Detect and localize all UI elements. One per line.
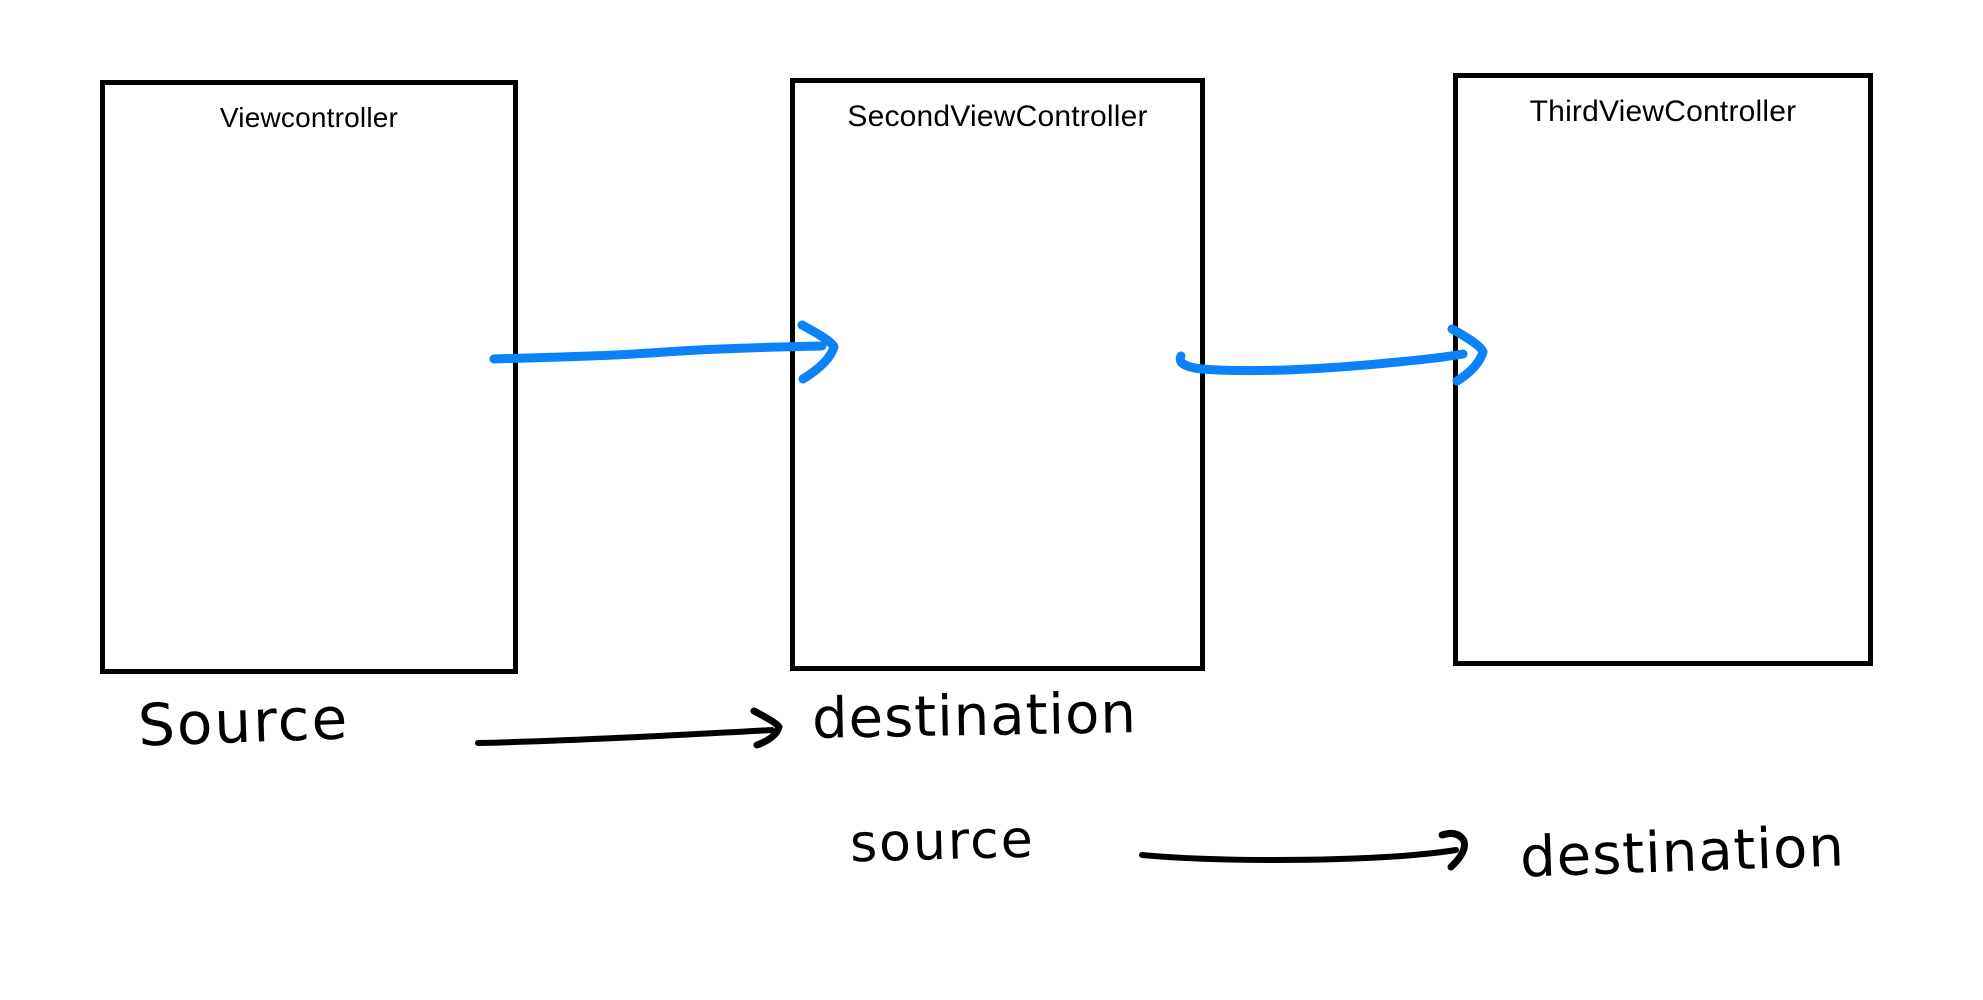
annotation-arrow-2 [1139, 830, 1468, 871]
segue-arrow-2 [1175, 324, 1488, 386]
box-thirdviewcontroller-title: ThirdViewController [1529, 95, 1797, 128]
box-secondviewcontroller-title: SecondViewController [847, 100, 1148, 133]
box-secondviewcontroller: SecondViewController [790, 78, 1205, 671]
segue-arrow-1-line [489, 341, 827, 364]
label-source-row1: Source [136, 684, 351, 760]
label-source-row2: source [849, 809, 1036, 875]
annotation-arrow-2-line [1139, 847, 1459, 863]
box-thirdviewcontroller: ThirdViewController [1453, 73, 1873, 666]
annotation-arrow-2-head-icon [1438, 830, 1468, 871]
annotation-arrow-1 [475, 707, 783, 749]
box-viewcontroller: Viewcontroller [100, 80, 518, 674]
segue-arrow-1 [489, 320, 839, 384]
box-viewcontroller-title: Viewcontroller [219, 102, 399, 133]
annotation-arrow-1-line [475, 727, 775, 746]
segue-arrow-2-line [1175, 349, 1468, 376]
label-destination-row1: destination [811, 681, 1138, 752]
annotation-arrow-1-head-icon [750, 707, 783, 749]
label-destination-row2: destination [1518, 814, 1846, 891]
